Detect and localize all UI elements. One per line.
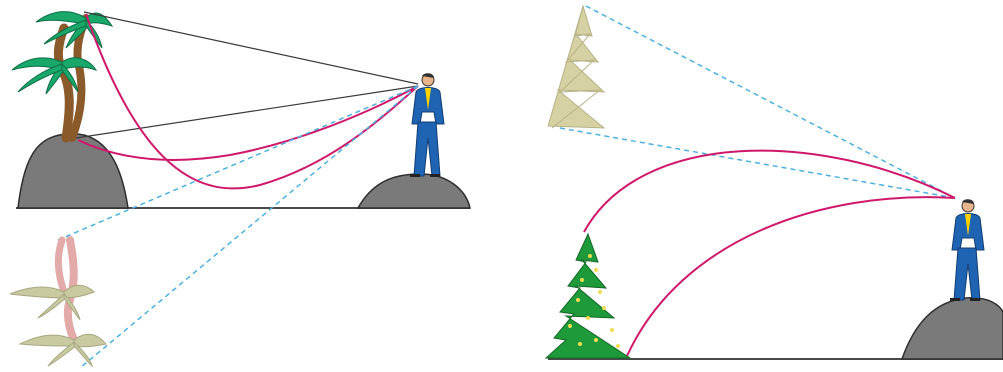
panel-superior-mirage bbox=[546, 6, 1003, 359]
left-hill-tree bbox=[18, 134, 128, 208]
person-icon bbox=[950, 199, 984, 301]
left-hill-observer bbox=[358, 174, 470, 208]
left-geometry-lines bbox=[76, 12, 418, 138]
panel-inferior-mirage bbox=[10, 12, 470, 368]
pine-tree-icon bbox=[546, 234, 630, 358]
left-sightlines bbox=[58, 86, 418, 368]
right-light-rays bbox=[584, 151, 955, 356]
mirage-palm-icon bbox=[10, 240, 106, 366]
left-ground bbox=[16, 134, 470, 208]
left-light-rays bbox=[78, 14, 418, 188]
mirage-pine-icon bbox=[548, 6, 604, 128]
right-sightlines bbox=[560, 6, 955, 198]
palm-tree-icon bbox=[12, 12, 112, 138]
right-hill-observer bbox=[902, 298, 1003, 359]
